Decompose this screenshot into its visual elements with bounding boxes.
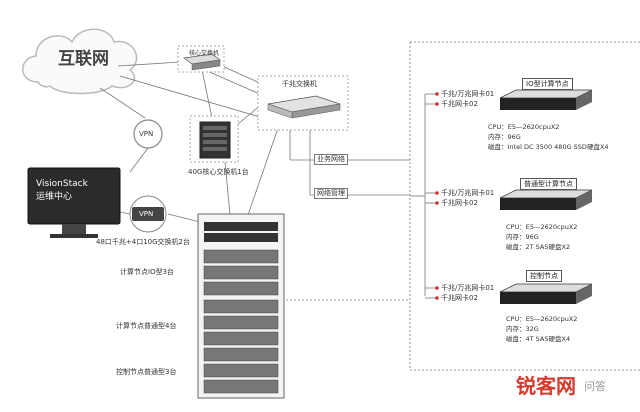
business-net-label: 业务网络 — [314, 154, 348, 165]
vpn-bottom-label: VPN — [139, 210, 154, 218]
rack-normal-label: 计算节点普通型4台 — [116, 322, 177, 330]
rack-control-label: 控制节点普通型3台 — [116, 368, 177, 376]
io-node-spec-cpu: CPU：E5—2620cpuX2 — [488, 123, 560, 131]
control-nic-slow: 千兆网卡02 — [441, 294, 478, 302]
normal-node-title: 普通型计算节点 — [520, 178, 577, 190]
control-node-spec-disk: 磁盘：4T SAS硬盘X4 — [506, 335, 571, 343]
gigabit-switch-label: 千兆交换机 — [282, 80, 317, 88]
normal-node-spec-mem: 内存：96G — [506, 233, 539, 241]
mgmt-net-label: 网络管理 — [314, 188, 348, 199]
watermark-sub: 问答 — [584, 380, 606, 393]
io-nic-fast: 千兆/万兆网卡01 — [441, 90, 495, 98]
vpn-top-icon — [133, 119, 163, 149]
internet-cloud — [22, 28, 138, 95]
control-node-title: 控制节点 — [526, 270, 562, 282]
control-node-spec-cpu: CPU：E5—2620cpuX2 — [506, 315, 578, 323]
io-node-spec-mem: 内存：96G — [488, 133, 521, 141]
visionstack-title: VisionStack — [36, 179, 88, 189]
normal-nic-slow: 千兆网卡02 — [441, 199, 478, 207]
normal-node-spec-disk: 磁盘：2T SAS硬盘X2 — [506, 243, 571, 251]
control-node-server-icon — [499, 283, 593, 304]
connection-lines — [99, 41, 640, 371]
server-rack-icon — [197, 213, 285, 399]
rack-io-label: 计算节点IO型3台 — [120, 268, 175, 276]
internet-label: 互联网 — [58, 49, 109, 69]
core-switch-40g-label: 40G核心交换机1台 — [188, 168, 249, 176]
normal-node-spec-cpu: CPU：E5—2620cpuX2 — [506, 223, 578, 231]
visionstack-label: VisionStack 运维中心 — [36, 178, 88, 204]
core-switch-small-label: 核心交换机 — [189, 50, 220, 57]
io-nic-slow: 千兆网卡02 — [441, 100, 478, 108]
core-switch-small-icon — [177, 45, 225, 73]
normal-nic-fast: 千兆/万兆网卡01 — [441, 189, 495, 197]
vpn-switch-label: 48口千兆+4口10G交换机2台 — [96, 238, 191, 246]
normal-node-server-icon — [499, 189, 593, 210]
visionstack-monitor-icon — [27, 167, 121, 238]
io-node-spec-disk: 磁盘：Intel DC 3500 480G SSD硬盘X4 — [488, 143, 609, 151]
control-node-spec-mem: 内存：32G — [506, 325, 539, 333]
nic-dots — [435, 92, 439, 300]
gigabit-switch-icon — [257, 75, 349, 131]
io-node-server-icon — [499, 89, 593, 110]
vpn-bottom-icon — [129, 195, 167, 233]
watermark-logo: 锐客网 — [516, 374, 576, 398]
visionstack-subtitle: 运维中心 — [36, 192, 73, 202]
io-node-title: IO型计算节点 — [522, 78, 573, 90]
control-nic-fast: 千兆/万兆网卡01 — [441, 284, 495, 292]
vpn-top-label: VPN — [139, 130, 154, 138]
core-switch-40g-icon — [189, 115, 239, 163]
